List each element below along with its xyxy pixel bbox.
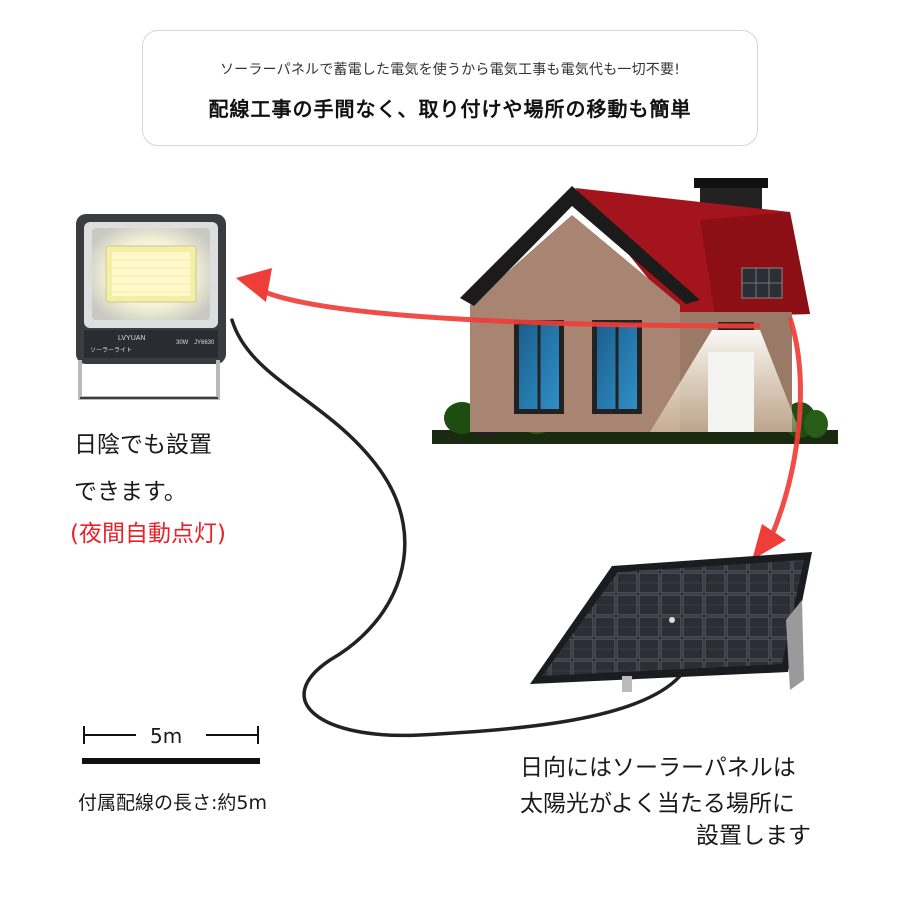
header-subtitle: ソーラーパネルで蓄電した電気を使うから電気工事も電気代も一切不要! [219,62,681,78]
power-cable [230,318,682,738]
floodlight: LVYUAN ソーラーライト 30W JY6630 [76,214,226,400]
arrow-head-down [752,524,786,560]
shade-note-line2: できます。 [74,479,187,505]
floodlight-label: ソーラーライト [90,347,132,354]
shade-note-line3: (夜間自動点灯) [70,521,226,547]
header-box: ソーラーパネルで蓄電した電気を使うから電気工事も電気代も一切不要! 配線工事の手… [142,30,758,146]
cable-length-note: 付属配線の長さ:約5m [78,792,267,814]
arrow-to-panel [767,317,803,541]
scale-bar [82,726,260,764]
floodlight-brand: LVYUAN [118,335,146,342]
house [432,178,838,444]
sun-note-line3: 設置します [696,823,811,849]
sun-note-line2: 太陽光がよく当たる場所に [520,791,795,817]
arrow-to-floodlight [258,287,761,329]
floodlight-wattage: 30W [176,340,189,346]
shade-note-line1: 日陰でも設置 [74,432,212,458]
floodlight-model: JY6630 [194,340,215,346]
arrow-head-left [236,268,272,302]
header-title: 配線工事の手間なく、取り付けや場所の移動も簡単 [208,97,692,121]
sun-note-line1: 日向にはソーラーパネルは [520,755,796,781]
arrows [236,268,803,560]
solar-panel [530,552,812,692]
scale-label: 5m [150,724,183,748]
